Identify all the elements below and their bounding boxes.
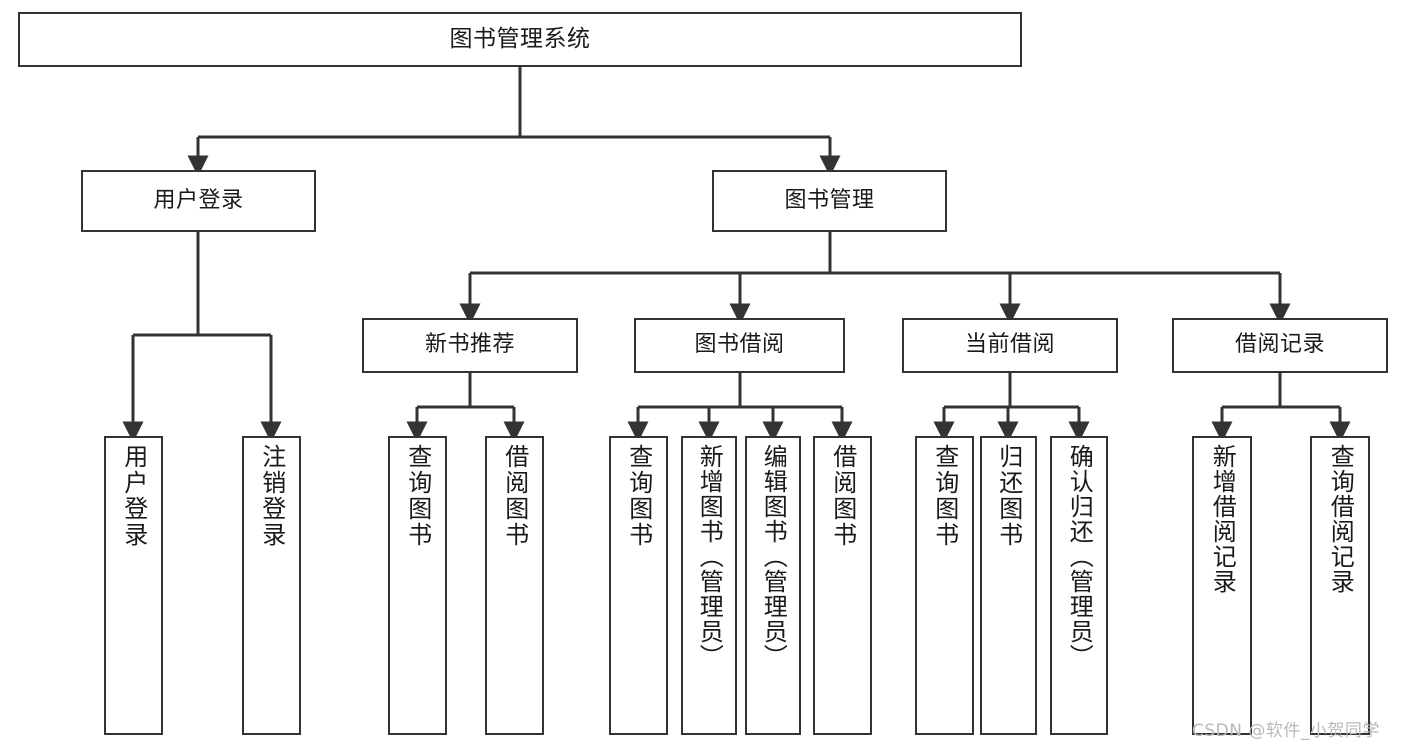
node-label: 确认归还（管理员）	[1065, 444, 1094, 669]
leaf-current-borrow-return-book[interactable]: 归还图书	[980, 436, 1037, 735]
node-label: 借阅图书	[828, 444, 857, 548]
node-label: 新书推荐	[424, 332, 515, 358]
node-label: 编辑图书（管理员）	[759, 444, 788, 669]
leaf-new-book-borrow-book[interactable]: 借阅图书	[485, 436, 544, 735]
node-book-borrow[interactable]: 图书借阅	[634, 318, 845, 373]
node-label: 注销登录	[257, 444, 286, 548]
leaf-current-borrow-confirm-return-admin[interactable]: 确认归还（管理员）	[1050, 436, 1108, 735]
node-label: 查询图书	[930, 444, 959, 548]
node-label: 查询图书	[624, 444, 653, 548]
node-label: 借阅图书	[500, 444, 529, 548]
leaf-user-login-login[interactable]: 用户登录	[104, 436, 163, 735]
node-label: 图书借阅	[694, 332, 785, 358]
node-borrow-record[interactable]: 借阅记录	[1172, 318, 1388, 373]
node-label: 归还图书	[994, 444, 1023, 548]
node-label: 查询图书	[403, 444, 432, 548]
leaf-borrow-record-add-record[interactable]: 新增借阅记录	[1192, 436, 1252, 735]
leaf-user-login-logout[interactable]: 注销登录	[242, 436, 301, 735]
node-user-login[interactable]: 用户登录	[81, 170, 316, 232]
node-label: 用户登录	[153, 187, 244, 213]
node-new-book-recommend[interactable]: 新书推荐	[362, 318, 578, 373]
leaf-book-borrow-query-book[interactable]: 查询图书	[609, 436, 668, 735]
node-label: 用户登录	[119, 444, 148, 548]
node-label: 图书管理系统	[449, 25, 591, 52]
node-label: 图书管理	[784, 187, 875, 213]
leaf-book-borrow-add-book-admin[interactable]: 新增图书（管理员）	[681, 436, 737, 735]
leaf-new-book-query-book[interactable]: 查询图书	[388, 436, 447, 735]
leaf-current-borrow-query-book[interactable]: 查询图书	[915, 436, 974, 735]
leaf-book-borrow-borrow-book[interactable]: 借阅图书	[813, 436, 872, 735]
watermark: CSDN @软件_小贺同学	[1192, 721, 1380, 741]
leaf-book-borrow-edit-book-admin[interactable]: 编辑图书（管理员）	[745, 436, 801, 735]
node-label: 新增图书（管理员）	[695, 444, 724, 669]
node-root-book-management-system[interactable]: 图书管理系统	[18, 12, 1022, 67]
node-label: 当前借阅	[964, 332, 1055, 358]
node-current-borrow[interactable]: 当前借阅	[902, 318, 1118, 373]
node-book-management[interactable]: 图书管理	[712, 170, 947, 232]
node-label: 查询借阅记录	[1326, 444, 1355, 594]
node-label: 新增借阅记录	[1208, 444, 1237, 594]
node-label: 借阅记录	[1234, 332, 1325, 358]
leaf-borrow-record-query-record[interactable]: 查询借阅记录	[1310, 436, 1370, 735]
